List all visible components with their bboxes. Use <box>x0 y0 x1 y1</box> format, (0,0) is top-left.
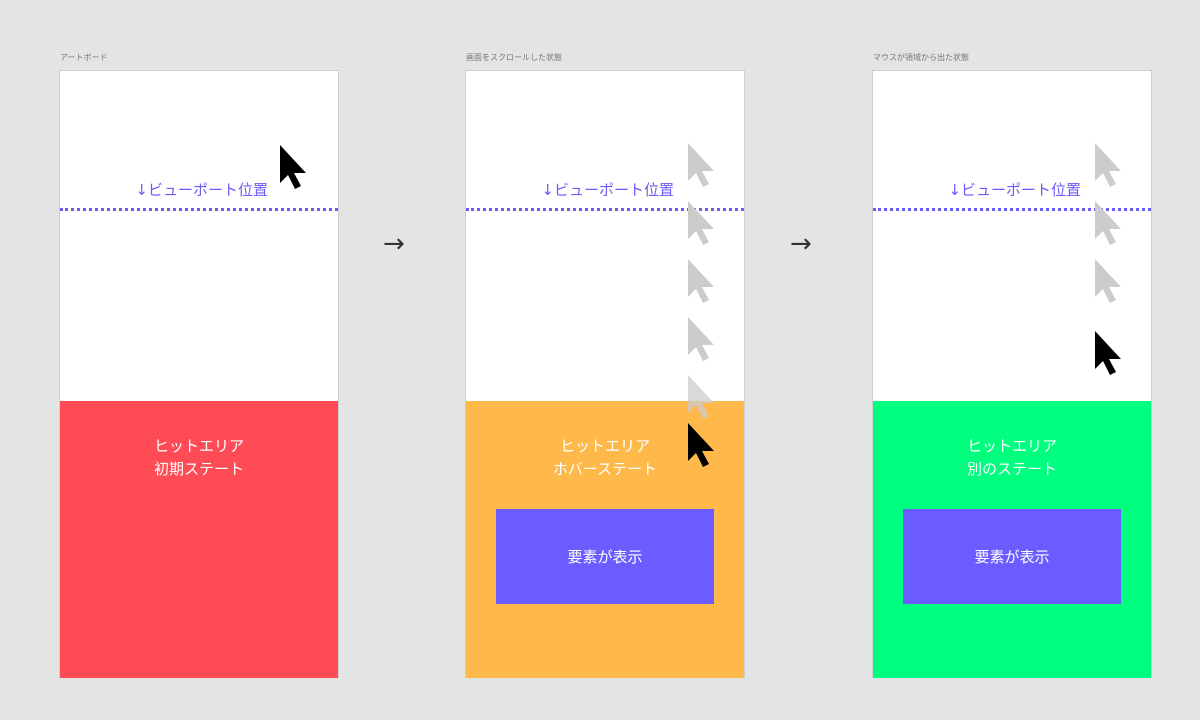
hit-area-other: ヒットエリア 別のステート 要素が表示 <box>873 401 1151 678</box>
hit-area-state: 初期ステート <box>153 460 244 478</box>
frame-label-scrolled: 画面をスクロールした状態 <box>466 53 562 62</box>
cursor-ghost-icon <box>688 259 714 303</box>
hit-area-title: ヒットエリア <box>559 437 650 455</box>
viewport-line <box>873 208 1151 211</box>
cursor-ghost-icon <box>688 317 714 361</box>
revealed-element: 要素が表示 <box>903 509 1121 604</box>
artboard-initial: ↓ビューポート位置 ヒットエリア 初期ステート <box>59 70 339 678</box>
hit-area-title: ヒットエリア <box>966 437 1057 455</box>
hit-area-state: 別のステート <box>966 460 1057 478</box>
flow-arrow-2: → <box>790 229 812 259</box>
viewport-line <box>466 208 744 211</box>
flow-arrow-1: → <box>383 229 405 259</box>
hit-area-text: ヒットエリア 別のステート <box>873 435 1151 481</box>
viewport-position-label: ↓ビューポート位置 <box>541 181 674 199</box>
cursor-ghost-icon <box>1095 143 1121 187</box>
cursor-icon <box>688 423 714 467</box>
cursor-icon <box>280 145 306 189</box>
viewport-position-label: ↓ビューポート位置 <box>948 181 1081 199</box>
cursor-ghost-icon <box>688 143 714 187</box>
viewport-line <box>60 208 338 211</box>
cursor-icon <box>1095 331 1121 375</box>
hit-area-text: ヒットエリア 初期ステート <box>60 435 338 481</box>
hit-area-initial: ヒットエリア 初期ステート <box>60 401 338 678</box>
cursor-ghost-icon <box>688 375 714 419</box>
revealed-element: 要素が表示 <box>496 509 714 604</box>
hit-area-state: ホバーステート <box>552 460 658 478</box>
hit-area-text: ヒットエリア ホバーステート <box>466 435 744 481</box>
cursor-ghost-icon <box>1095 201 1121 245</box>
viewport-position-label: ↓ビューポート位置 <box>135 181 268 199</box>
hit-area-title: ヒットエリア <box>153 437 244 455</box>
cursor-ghost-icon <box>688 201 714 245</box>
cursor-ghost-icon <box>1095 259 1121 303</box>
frame-label-mouse-left: マウスが領域から出た状態 <box>873 53 969 62</box>
artboard-mouse-left: ↓ビューポート位置 ヒットエリア 別のステート 要素が表示 <box>872 70 1152 678</box>
artboard-scrolled: ↓ビューポート位置 ヒットエリア ホバーステート 要素が表示 <box>465 70 745 678</box>
frame-label-artboard: アートボード <box>60 53 108 62</box>
